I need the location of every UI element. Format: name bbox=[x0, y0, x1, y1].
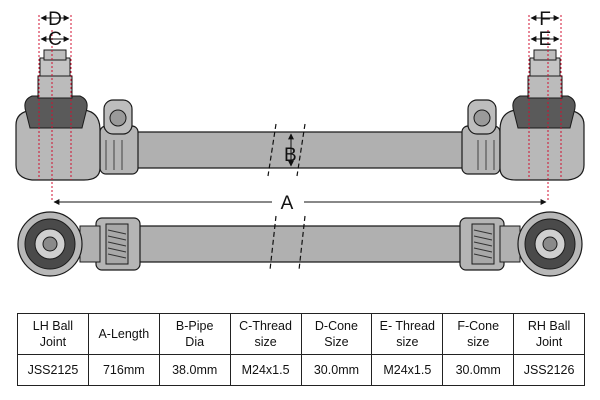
header-line: RH Ball bbox=[527, 319, 571, 333]
header-line: Dia bbox=[185, 335, 205, 349]
tie-rod-drawing: D C F E B A bbox=[15, 9, 585, 277]
header-line: F-Cone bbox=[457, 319, 500, 333]
value-e-thread-size: M24x1.5 bbox=[371, 354, 444, 386]
header-f-cone-size: F-Cone size bbox=[442, 313, 515, 355]
header-line: A-Length bbox=[98, 327, 150, 341]
spec-table-value-row: JSS2125 716mm 38.0mm M24x1.5 30.0mm M24x… bbox=[17, 354, 585, 386]
dimension-d-label: D bbox=[48, 9, 62, 30]
dimension-f-label: F bbox=[539, 9, 551, 30]
header-line: E- Thread bbox=[379, 319, 435, 333]
value-d-cone-size: 30.0mm bbox=[300, 354, 373, 386]
dimension-b-label: B bbox=[284, 145, 297, 166]
value-f-cone-size: 30.0mm bbox=[442, 354, 515, 386]
header-a-length: A-Length bbox=[87, 313, 160, 355]
header-line: C-Thread bbox=[239, 319, 292, 333]
top-view: D C F E B A bbox=[15, 9, 585, 214]
left-ball-joint-top bbox=[15, 49, 101, 181]
value-a-length: 716mm bbox=[87, 354, 160, 386]
header-line: D-Cone bbox=[314, 319, 358, 333]
header-line: size bbox=[396, 335, 419, 349]
left-clamp-bottom bbox=[95, 217, 141, 271]
header-line: LH Ball bbox=[32, 319, 74, 333]
value-lh-ball-joint: JSS2125 bbox=[17, 354, 89, 386]
right-ball-joint-top bbox=[499, 49, 585, 181]
value-c-thread-size: M24x1.5 bbox=[229, 354, 302, 386]
header-line: size bbox=[467, 335, 490, 349]
right-clamp-top bbox=[461, 99, 501, 175]
value-b-pipe-dia: 38.0mm bbox=[158, 354, 231, 386]
header-line: Joint bbox=[535, 335, 563, 349]
right-clamp-bottom bbox=[459, 217, 505, 271]
dimension-c-label: C bbox=[48, 29, 62, 50]
tube-top bbox=[129, 131, 471, 169]
dimension-a-label: A bbox=[281, 193, 294, 214]
left-clamp-top bbox=[99, 99, 139, 175]
value-rh-ball-joint: JSS2126 bbox=[513, 354, 585, 386]
header-e-thread-size: E- Thread size bbox=[371, 313, 444, 355]
break-mark-top bbox=[267, 123, 306, 177]
header-c-thread-size: C-Thread size bbox=[229, 313, 302, 355]
left-ball-joint-bottom bbox=[17, 211, 101, 277]
header-line: Joint bbox=[39, 335, 67, 349]
break-mark-bottom bbox=[269, 215, 306, 271]
right-ball-joint-bottom bbox=[499, 211, 583, 277]
header-line: size bbox=[254, 335, 277, 349]
header-line: Size bbox=[324, 335, 349, 349]
bottom-view bbox=[17, 211, 583, 277]
dimension-e-label: E bbox=[539, 29, 552, 50]
centerlines bbox=[38, 15, 562, 200]
header-line: B-Pipe bbox=[175, 319, 214, 333]
